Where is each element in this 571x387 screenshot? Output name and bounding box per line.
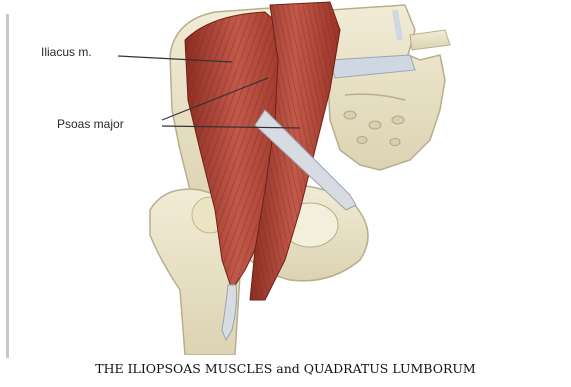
label-psoas-major: Psoas major: [57, 117, 124, 131]
label-iliacus: Iliacus m.: [41, 45, 92, 59]
figure-caption: THE ILIOPSOAS MUSCLES and QUADRATUS LUMB…: [0, 361, 571, 376]
sacrum-and-spine: [328, 5, 450, 170]
anatomy-illustration: [14, 0, 571, 355]
left-border-rule: [6, 14, 9, 358]
